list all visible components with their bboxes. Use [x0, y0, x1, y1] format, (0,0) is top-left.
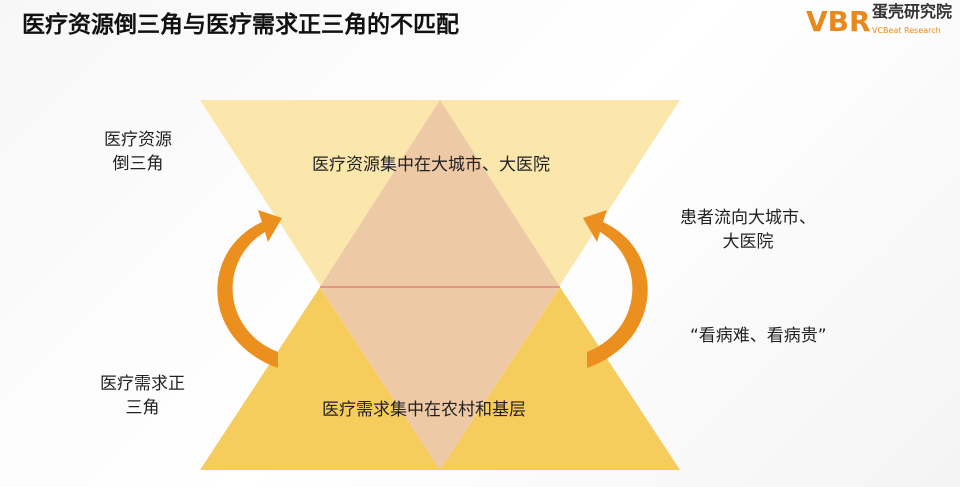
- label-top-center: 医疗资源集中在大城市、大医院: [312, 155, 550, 175]
- label-demand-upright: 医疗需求正 三角: [100, 374, 185, 418]
- label-bottom-center: 医疗需求集中在农村和基层: [322, 400, 526, 420]
- upright-left-triangle: [200, 287, 440, 470]
- right-arrow-icon: [583, 210, 648, 368]
- logo: VBR 蛋壳研究院 VCBeat Research: [806, 2, 956, 46]
- label-patient-flow: 患者流向大城市、 大医院: [680, 208, 816, 252]
- logo-name: 蛋壳研究院: [872, 2, 953, 21]
- overlap-diamond: [320, 100, 560, 470]
- label-resource-inverted: 医疗资源 倒三角: [104, 130, 172, 174]
- logo-sub: VCBeat Research: [872, 26, 941, 35]
- upright-right-triangle: [440, 287, 680, 470]
- label-difficulty: “看病难、看病贵”: [690, 326, 827, 346]
- left-arrow-icon: [217, 210, 282, 368]
- page-title: 医疗资源倒三角与医疗需求正三角的不匹配: [22, 12, 459, 38]
- logo-mark: VBR: [806, 5, 871, 38]
